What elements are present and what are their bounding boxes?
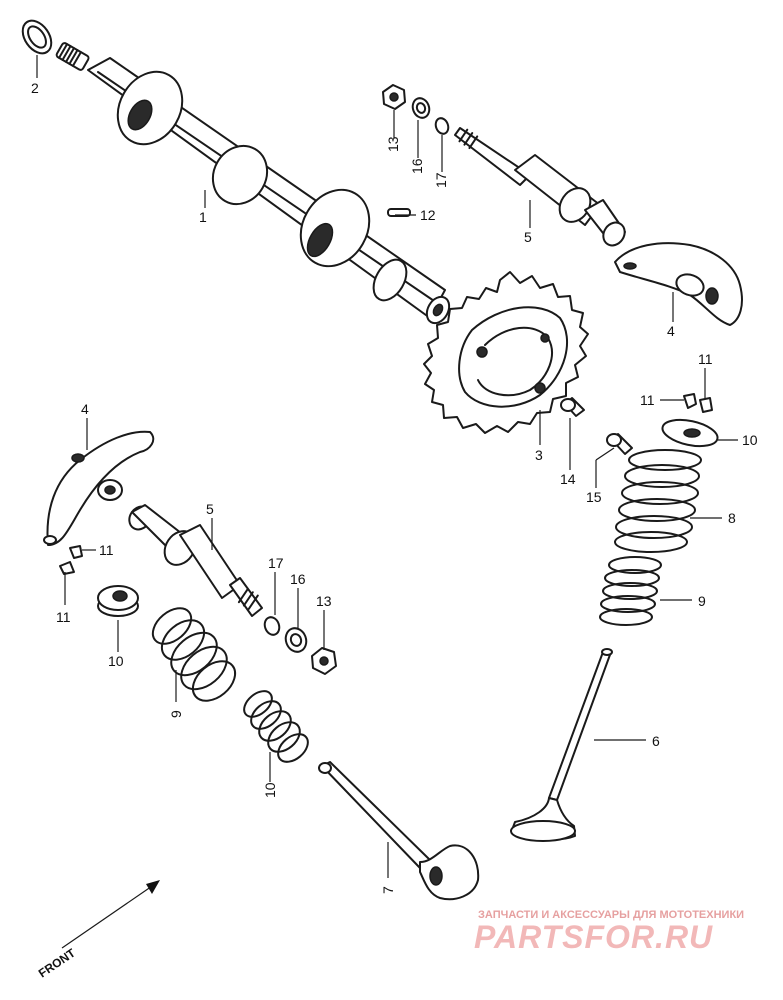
valve-part-6 [510, 648, 613, 842]
callout-label: 13 [316, 593, 332, 609]
callout-labels: 2 1 13 16 17 12 5 4 11 11 10 3 14 15 8 9… [31, 80, 758, 894]
outer-spring-part-8-right [614, 449, 702, 553]
rocker-arm-part-4-left [43, 430, 155, 546]
valve-part-7 [318, 761, 480, 901]
callout-label: 16 [290, 571, 306, 587]
callout-label: 10 [742, 432, 758, 448]
callout-label: 2 [31, 80, 39, 96]
front-direction-arrow: FRONT [36, 880, 160, 980]
bolt-part-15 [606, 433, 633, 455]
cotter-part-11-left [59, 545, 83, 575]
outer-spring-part-8-left [151, 607, 237, 702]
callout-label: 4 [667, 323, 675, 339]
nut-part-13-left [311, 647, 337, 675]
callout-label: 7 [380, 886, 396, 894]
washer-part-16-left [284, 627, 308, 653]
washer-part-16-top [411, 97, 431, 119]
camshaft-part-1 [55, 42, 451, 325]
callout-label: 4 [81, 401, 89, 417]
watermark-brand: PARTSFOR.RU [474, 919, 713, 955]
callout-label: 9 [698, 593, 706, 609]
nut-part-13-top [382, 84, 406, 110]
callout-label: 15 [586, 489, 602, 505]
inner-spring-part-9-right [599, 556, 662, 626]
callout-label: 11 [99, 542, 114, 558]
spring-retainer-part-10-left [97, 585, 139, 617]
o-ring-part-17-top [434, 117, 450, 135]
callout-label: 17 [433, 172, 449, 188]
callout-label: 5 [524, 229, 532, 245]
dowel-pin-part-12 [387, 208, 411, 217]
callout-label: 11 [640, 392, 655, 408]
callout-label: 9 [168, 710, 184, 718]
inner-spring-part-9-left [243, 690, 309, 763]
watermark-subtitle: ЗАПЧАСТИ И АКСЕССУАРЫ ДЛЯ МОТОТЕХНИКИ [478, 909, 744, 921]
callout-label: 14 [560, 471, 576, 487]
spring-retainer-part-10-right [661, 418, 719, 448]
callout-label: 8 [728, 510, 736, 526]
bolt-part-14 [560, 397, 585, 417]
callout-label: 1 [199, 209, 207, 225]
callout-label: 11 [698, 351, 713, 367]
callout-label: 16 [409, 158, 425, 174]
rocker-arm-part-4-right [614, 242, 743, 326]
callout-label: 10 [262, 782, 278, 798]
callout-label: 3 [535, 447, 543, 463]
callout-label: 6 [652, 733, 660, 749]
cotter-part-11-right [683, 393, 713, 413]
leader-lines [36, 55, 738, 878]
o-ring-part-17-left [263, 616, 281, 636]
callout-label: 12 [420, 207, 436, 223]
watermark: ЗАПЧАСТИ И АКСЕССУАРЫ ДЛЯ МОТОТЕХНИКИ PA… [474, 909, 744, 955]
cam-sprocket-part-3 [423, 271, 589, 434]
callout-label: 10 [108, 653, 124, 669]
rocker-shaft-part-5-left [128, 504, 263, 617]
callout-label: 13 [385, 136, 401, 152]
rocker-shaft-part-5-top [454, 127, 626, 247]
callout-label: 11 [56, 609, 71, 625]
front-label: FRONT [36, 945, 79, 980]
o-ring-part-2 [21, 19, 53, 55]
callout-label: 5 [206, 501, 214, 517]
callout-label: 17 [268, 555, 284, 571]
